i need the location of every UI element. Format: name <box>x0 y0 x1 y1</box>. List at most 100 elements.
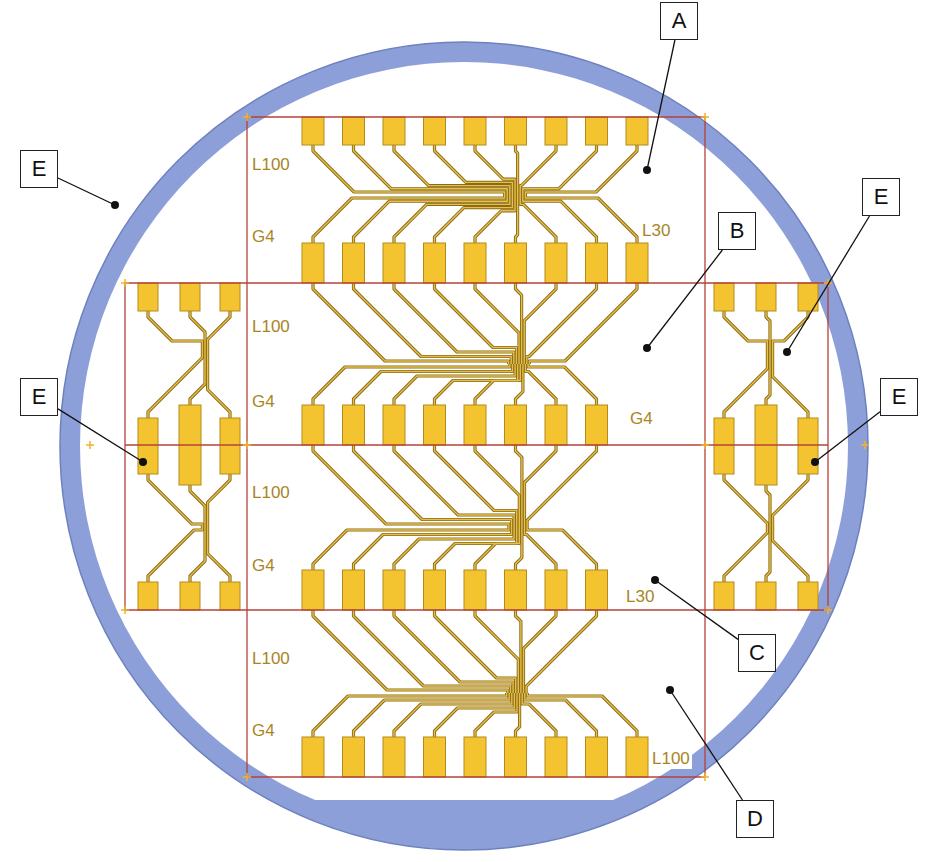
bond-pad <box>383 570 405 610</box>
bond-pad <box>343 117 365 145</box>
trace <box>190 485 205 527</box>
bond-pad <box>545 570 567 610</box>
bond-pad <box>343 737 365 777</box>
trace <box>523 145 597 195</box>
bond-pad <box>464 243 486 283</box>
bond-pad <box>464 405 486 445</box>
trace <box>208 474 230 527</box>
chip-label: L30 <box>640 222 672 241</box>
trace <box>354 145 508 195</box>
trace <box>475 445 519 527</box>
trace <box>523 195 597 243</box>
bond-pad <box>586 117 608 145</box>
trace <box>766 527 770 582</box>
bond-pad <box>220 582 240 610</box>
trace <box>516 364 523 405</box>
trace <box>435 145 513 195</box>
trace <box>394 610 513 693</box>
trace <box>435 195 513 243</box>
trace <box>394 610 513 693</box>
trace <box>527 445 596 527</box>
chip-label: L100 <box>250 484 292 503</box>
trace <box>190 485 205 527</box>
trace <box>208 527 230 582</box>
trace <box>766 527 770 582</box>
bond-pad <box>302 243 324 283</box>
alignment-cross <box>243 113 251 121</box>
bond-pad <box>505 570 527 610</box>
trace <box>766 485 770 527</box>
trace <box>516 364 523 405</box>
trace <box>354 195 508 243</box>
callout-box: D <box>736 800 774 838</box>
chip-boundary <box>705 444 828 445</box>
trace <box>520 145 556 195</box>
trace <box>524 283 556 364</box>
leader-line <box>655 580 738 639</box>
leader-line <box>787 216 869 352</box>
trace <box>526 364 557 405</box>
wafer-surface <box>80 62 848 800</box>
callout-box: E <box>20 378 58 416</box>
trace <box>354 693 510 737</box>
trace <box>394 283 514 364</box>
leader-lines <box>58 40 880 800</box>
alignment-cross <box>243 441 251 449</box>
trace <box>523 195 597 243</box>
leader-dot <box>643 344 651 352</box>
callout-letter: C <box>749 642 765 664</box>
trace <box>773 344 808 418</box>
bond-pad <box>424 737 446 777</box>
chip-boundary <box>705 283 828 610</box>
bond-pad <box>545 117 567 145</box>
bond-pad <box>383 405 405 445</box>
alignment-cross <box>824 606 832 614</box>
trace <box>475 145 515 195</box>
trace <box>527 283 597 364</box>
trace <box>773 311 808 344</box>
trace <box>773 474 808 527</box>
trace <box>313 610 508 693</box>
trace <box>313 527 509 570</box>
callout-letter: E <box>32 386 47 408</box>
alignment-cross <box>121 606 129 614</box>
trace <box>475 364 520 405</box>
trace <box>394 527 514 570</box>
trace <box>190 527 205 582</box>
callout-letter: E <box>892 386 907 408</box>
bond-pad <box>138 582 158 610</box>
trace <box>773 344 808 418</box>
trace <box>516 145 518 195</box>
trace <box>766 344 770 405</box>
leader-line <box>58 409 143 462</box>
trace <box>516 445 522 527</box>
trace <box>525 445 557 527</box>
bond-pad <box>464 117 486 145</box>
bond-pad <box>302 570 324 610</box>
callout-box: B <box>718 212 756 250</box>
trace <box>516 195 518 243</box>
callout-box: E <box>20 150 58 188</box>
chip-label: G4 <box>250 228 277 247</box>
bond-pad <box>798 418 818 474</box>
trace <box>524 610 557 693</box>
bond-pad <box>464 737 486 777</box>
bond-pad <box>180 582 200 610</box>
chip-label: L100 <box>250 650 292 669</box>
chip-boundary <box>247 444 705 445</box>
trace <box>435 445 517 527</box>
chip-boundary <box>247 117 705 777</box>
trace <box>525 145 637 195</box>
alignment-cross <box>701 773 709 781</box>
trace <box>208 344 230 418</box>
trace <box>354 195 508 243</box>
chip-boundary <box>125 283 247 610</box>
trace <box>475 527 519 570</box>
trace <box>516 693 520 737</box>
bond-pad <box>220 283 240 311</box>
trace <box>394 527 514 570</box>
alignment-cross <box>243 773 251 781</box>
bond-pad <box>383 117 405 145</box>
chip-label: L100 <box>250 318 292 337</box>
bond-pad <box>138 283 158 311</box>
